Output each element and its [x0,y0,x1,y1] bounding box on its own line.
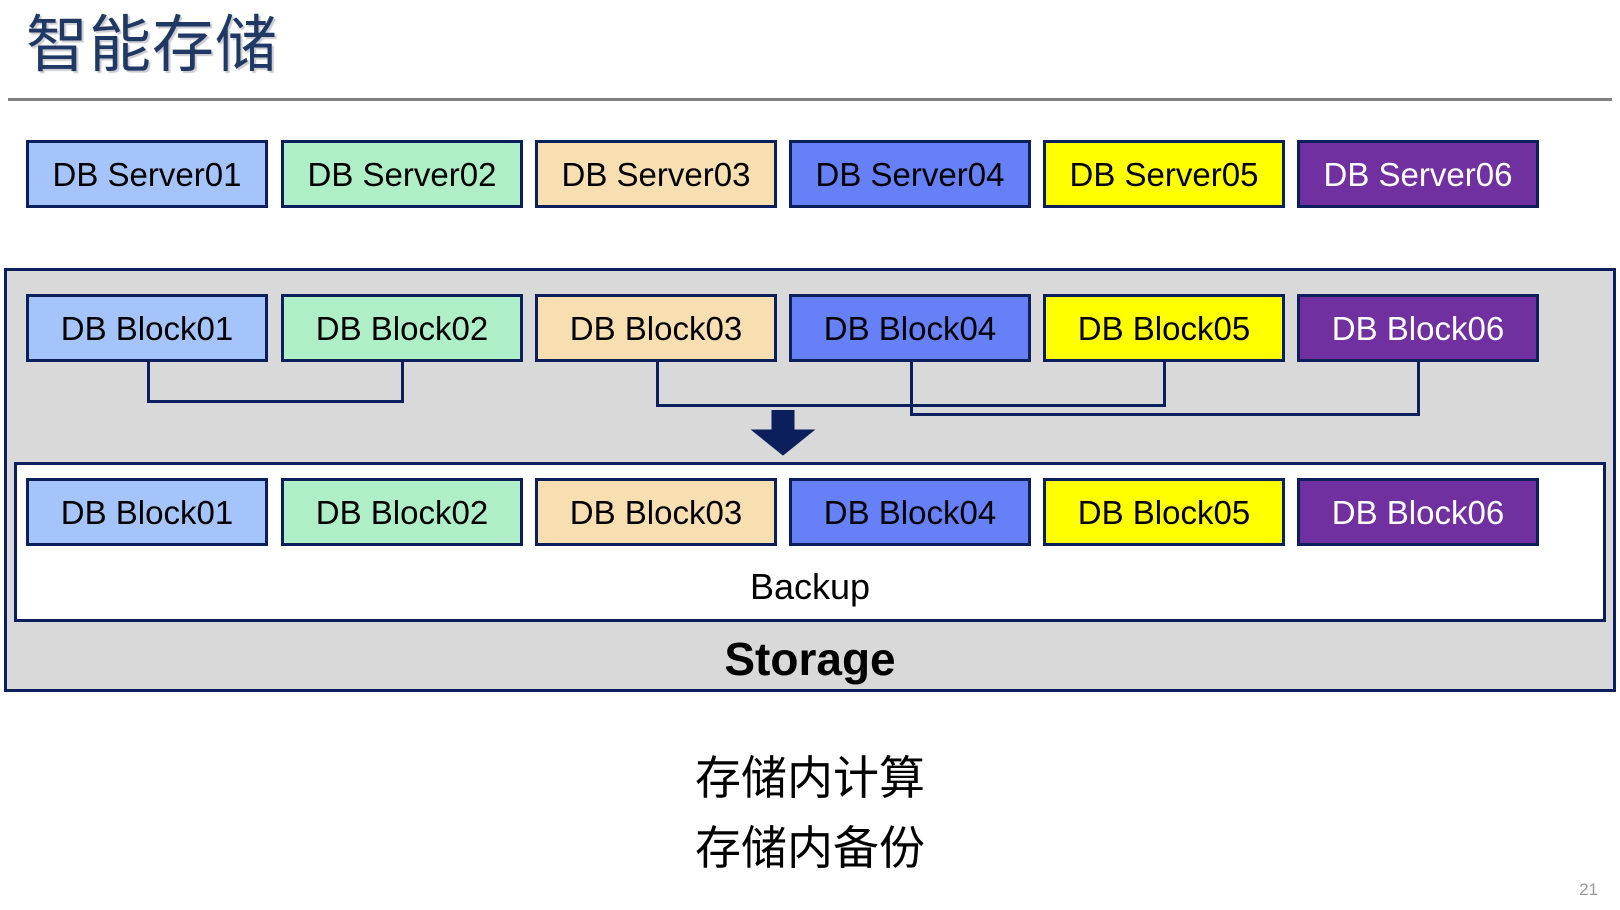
backup-block-box-label: DB Block01 [60,493,234,531]
db-server-box-4: DB Server04 [789,140,1031,208]
db-block-box-6: DB Block06 [1297,294,1539,362]
backup-block-box-label: DB Block03 [569,493,743,531]
db-server-box-label: DB Server05 [1069,155,1259,193]
db-server-box-6: DB Server06 [1297,140,1539,208]
block04-to-block06-left-leg [910,362,913,416]
block03-to-block05-right-leg [1163,362,1166,407]
db-block-box-label: DB Block02 [315,309,489,347]
backup-arrow-icon [750,410,816,456]
db-block-box-label: DB Block04 [823,309,997,347]
db-server-box-3: DB Server03 [535,140,777,208]
storage-label: Storage [724,633,896,685]
db-server-box-1: DB Server01 [26,140,268,208]
backup-block-box-4: DB Block04 [789,478,1031,546]
db-block-box-label: DB Block03 [569,309,743,347]
backup-block-box-label: DB Block06 [1331,493,1505,531]
db-block-box-5: DB Block05 [1043,294,1285,362]
db-block-box-2: DB Block02 [281,294,523,362]
backup-block-box-3: DB Block03 [535,478,777,546]
backup-block-box-1: DB Block01 [26,478,268,546]
backup-block-box-label: DB Block02 [315,493,489,531]
db-server-box-2: DB Server02 [281,140,523,208]
block04-to-block06-bridge [910,413,1420,416]
db-server-box-5: DB Server05 [1043,140,1285,208]
block01-to-block02-left-leg [147,362,150,403]
page-title: 智能存储 [26,11,279,80]
db-block-box-1: DB Block01 [26,294,268,362]
block03-to-block05-left-leg [656,362,659,407]
db-block-box-label: DB Block05 [1077,309,1251,347]
db-server-box-label: DB Server01 [52,155,242,193]
caption-line-2: 存储内备份 [695,822,925,874]
db-block-box-4: DB Block04 [789,294,1031,362]
backup-label: Backup [749,566,871,607]
backup-block-box-label: DB Block04 [823,493,997,531]
block01-to-block02-bridge [147,400,404,403]
title-divider [8,98,1612,101]
page-number: 21 [1579,880,1598,899]
backup-block-box-label: DB Block05 [1077,493,1251,531]
db-server-box-label: DB Server06 [1323,155,1513,193]
caption-line-1: 存储内计算 [695,752,925,804]
db-block-box-label: DB Block06 [1331,309,1505,347]
db-block-box-label: DB Block01 [60,309,234,347]
db-block-box-3: DB Block03 [535,294,777,362]
backup-block-box-5: DB Block05 [1043,478,1285,546]
block01-to-block02-right-leg [401,362,404,403]
backup-block-box-2: DB Block02 [281,478,523,546]
db-server-box-label: DB Server03 [561,155,751,193]
backup-block-box-6: DB Block06 [1297,478,1539,546]
db-server-box-label: DB Server04 [815,155,1005,193]
block04-to-block06-right-leg [1417,362,1420,416]
db-server-box-label: DB Server02 [307,155,497,193]
